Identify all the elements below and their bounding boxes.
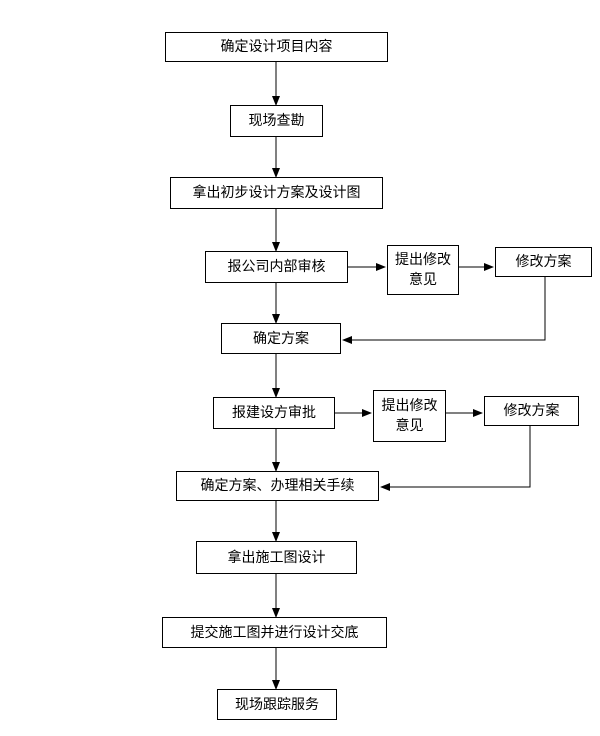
step-owner-approval: 报建设方审批 xyxy=(213,397,335,429)
arrow-revise1-s5 xyxy=(342,277,546,344)
box-revise-plan-2: 修改方案 xyxy=(484,396,579,426)
step-construction-drawings: 拿出施工图设计 xyxy=(196,541,357,574)
step-confirm-plan: 确定方案 xyxy=(221,323,341,354)
box-opinion-2: 提出修改意见 xyxy=(373,390,446,442)
step-define-project-content: 确定设计项目内容 xyxy=(165,32,388,62)
step-confirm-and-formalities: 确定方案、办理相关手续 xyxy=(176,471,379,501)
step-onsite-follow-up: 现场跟踪服务 xyxy=(217,689,337,720)
box-revise-plan-1: 修改方案 xyxy=(495,247,592,277)
step-site-survey: 现场查勘 xyxy=(230,105,323,137)
step-internal-review: 报公司内部审核 xyxy=(205,251,348,283)
step-preliminary-design: 拿出初步设计方案及设计图 xyxy=(170,177,383,209)
box-opinion-1: 提出修改意见 xyxy=(387,245,459,295)
arrow-revise2-s7 xyxy=(380,426,531,491)
step-submit-and-handover: 提交施工图并进行设计交底 xyxy=(162,617,387,648)
